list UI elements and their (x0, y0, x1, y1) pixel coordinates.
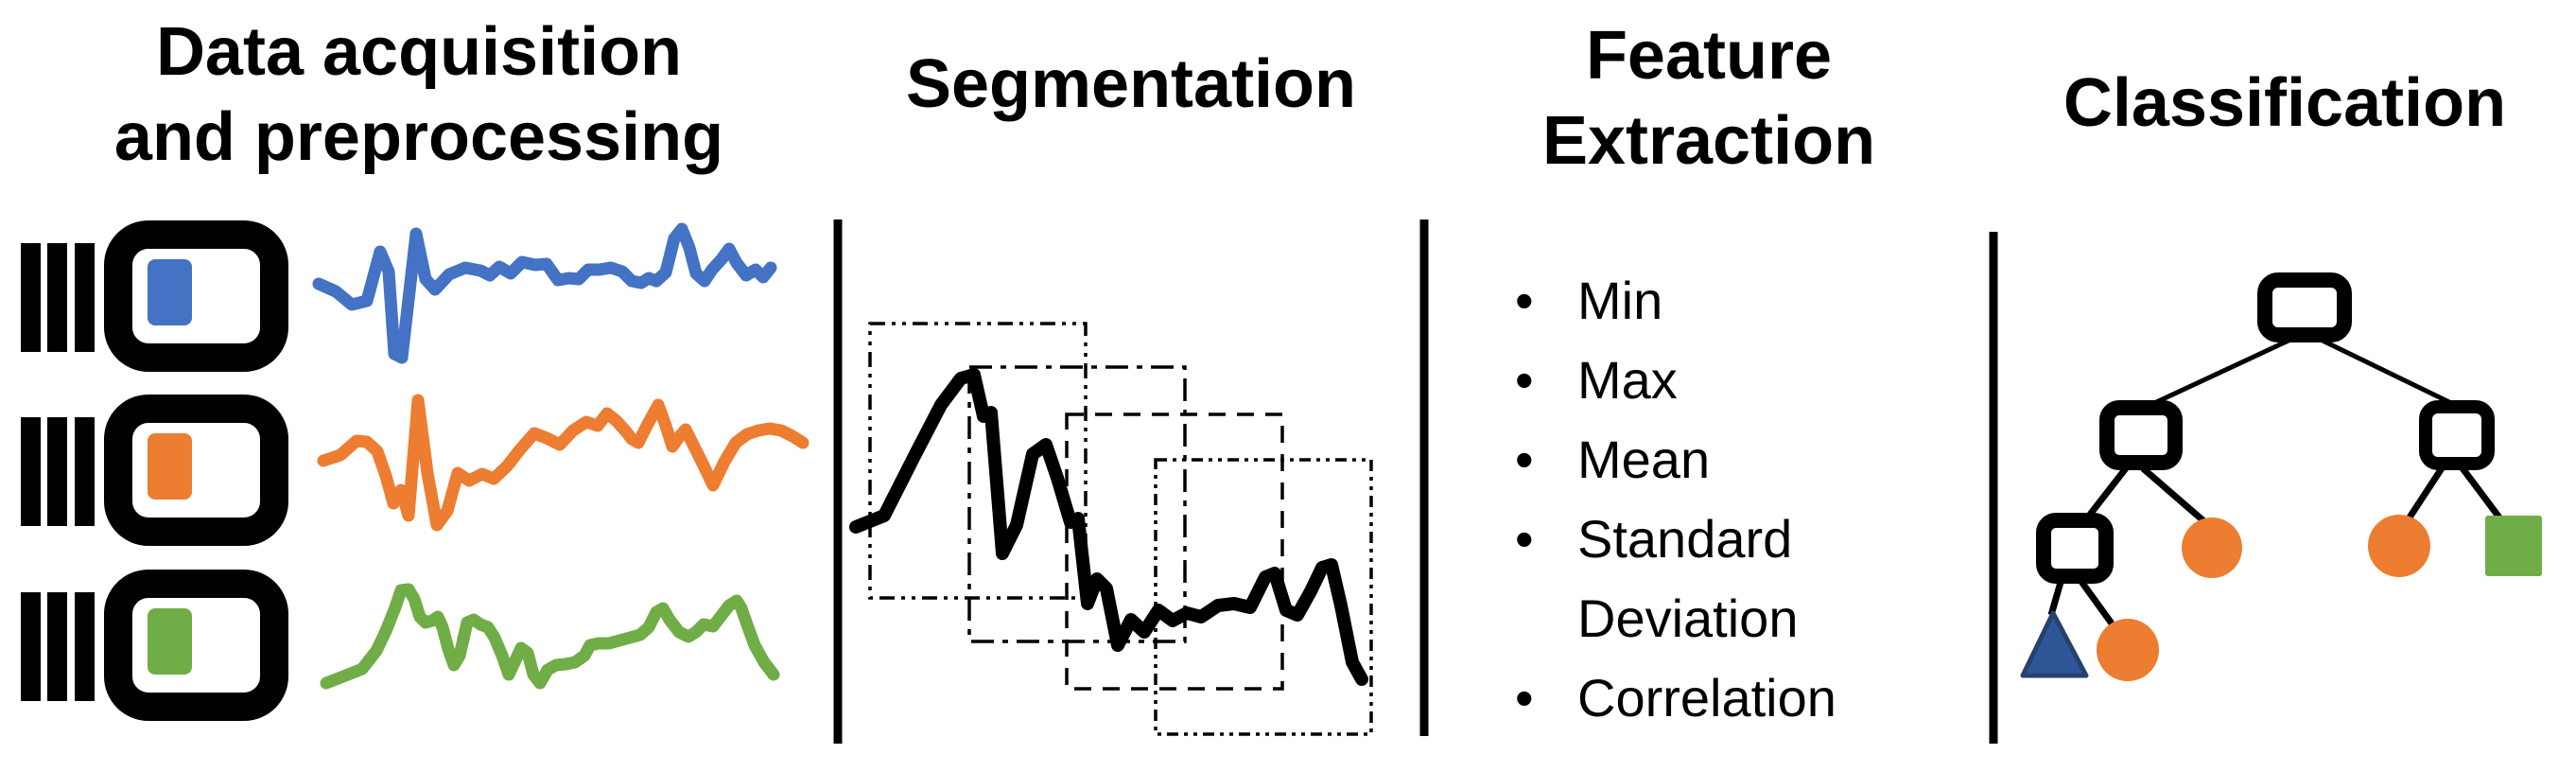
feature-label: Mean (1577, 430, 1711, 489)
device-body (104, 395, 288, 546)
segmentation-window-1 (868, 322, 1088, 600)
device-indicator-blue (148, 259, 192, 325)
tree-edge-l3l-left (2047, 578, 2065, 616)
segmentation-window-4 (1154, 458, 1373, 736)
blue-signal-waveform (312, 222, 777, 364)
device-body (104, 220, 288, 372)
signal-bar-icon (47, 592, 67, 701)
tree-edge-root-right (2321, 338, 2453, 406)
tree-edge-l2l-right (2140, 465, 2209, 526)
feature-label: Max (1577, 350, 1678, 410)
title-line: and preprocessing (113, 99, 724, 175)
tree-root-node (2257, 272, 2352, 342)
bullet-icon: • (1515, 271, 1534, 330)
bullet-icon: • (1515, 509, 1534, 569)
leaf-square-green (2485, 516, 2542, 576)
feature-list-item: • Max (1494, 341, 1958, 420)
segmentation-window-3 (1065, 412, 1284, 691)
title-feature-extraction: Feature Extraction (1424, 13, 1993, 184)
tree-edge-root-left (2150, 338, 2290, 407)
green-signal-waveform (320, 583, 780, 690)
bullet-icon: • (1515, 350, 1534, 410)
title-data-acquisition: Data acquisition and preprocessing (0, 9, 838, 180)
leaf-circle-orange-2 (2368, 515, 2430, 577)
feature-label: Correlation (1577, 668, 1836, 728)
bullet-icon: • (1515, 668, 1534, 728)
feature-list: • Min • Max • Mean • Standard Deviation … (1494, 261, 1958, 738)
title-line: Feature (1585, 18, 1833, 94)
signal-bar-icon (21, 417, 41, 526)
leaf-circle-orange-3 (2097, 619, 2159, 681)
feature-list-item: • Correlation (1494, 658, 1958, 738)
orange-signal-waveform (317, 394, 809, 532)
tree-edge-l2r-left (2405, 466, 2445, 522)
segmentation-window-2 (967, 365, 1187, 643)
feature-list-item: • Min (1494, 261, 1958, 341)
bullet-icon: • (1515, 430, 1534, 489)
feature-label: Standard Deviation (1577, 509, 1799, 648)
signal-bar-icon (75, 592, 95, 701)
device-body (104, 570, 288, 721)
tree-node-level2-left (2099, 400, 2183, 470)
leaf-triangle-blue (2020, 610, 2089, 678)
signal-bar-icon (21, 592, 41, 701)
feature-list-item: • Standard Deviation (1494, 500, 1958, 658)
leaf-circle-orange-1 (2182, 518, 2242, 578)
tree-node-level2-right (2419, 400, 2495, 470)
signal-bar-icon (75, 243, 95, 352)
title-segmentation: Segmentation (838, 42, 1424, 127)
signal-bar-icon (75, 417, 95, 526)
tree-edge-l2l-left (2083, 465, 2129, 522)
title-line: Data acquisition (155, 14, 683, 90)
device-indicator-orange (148, 433, 192, 500)
sensor-device-icon-blue (21, 220, 288, 372)
signal-bar-icon (21, 243, 41, 352)
title-line: Extraction (1541, 103, 1876, 179)
tree-edge-l2r-right (2460, 465, 2505, 524)
feature-label: Min (1577, 271, 1663, 330)
feature-list-item: • Mean (1494, 420, 1958, 500)
segmented-signal-waveform (849, 368, 1368, 686)
device-indicator-green (148, 608, 192, 675)
tree-node-level3-left (2036, 513, 2114, 584)
tree-edge-l3l-right (2077, 576, 2115, 626)
sensor-device-icon-green (21, 570, 288, 721)
title-classification: Classification (1993, 61, 2576, 146)
title-line: Segmentation (905, 46, 1357, 122)
sensor-device-icon-orange (21, 395, 288, 546)
title-line: Classification (2063, 65, 2507, 141)
signal-bar-icon (47, 243, 67, 352)
signal-bar-icon (47, 417, 67, 526)
